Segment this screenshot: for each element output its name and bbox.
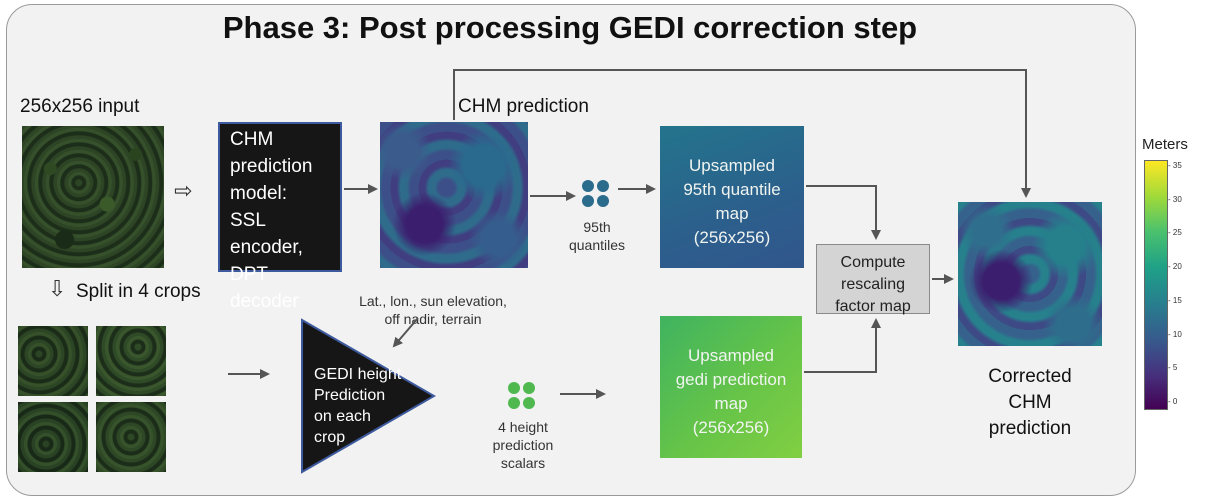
colorbar-tick: - 5	[1168, 363, 1178, 373]
metadata-line: Lat., lon., sun elevation,	[359, 293, 507, 309]
gedi-line: GEDI height	[314, 366, 402, 383]
diagram-title: Phase 3: Post processing GEDI correction…	[222, 10, 918, 45]
crop-image	[18, 326, 88, 396]
chm-model-line: prediction	[230, 156, 313, 177]
upsampled-gedi-line: Upsampled	[688, 346, 774, 365]
upsampled-95-line: 95th quantile	[683, 180, 781, 199]
quantile-dots-icon	[582, 180, 612, 210]
metadata-label: Lat., lon., sun elevation, off nadir, te…	[338, 292, 528, 328]
corrected-label: Corrected CHM prediction	[964, 364, 1096, 442]
upsampled-95-map: Upsampled 95th quantile map (256x256)	[660, 126, 804, 268]
corrected-line: prediction	[988, 418, 1072, 439]
upsampled-gedi-line: (256x256)	[692, 418, 770, 437]
quantiles-line: quantiles	[568, 237, 626, 253]
crop-image	[96, 326, 166, 396]
colorbar	[1144, 160, 1168, 410]
upsampled-95-line: (256x256)	[693, 228, 771, 247]
chm-model-line: CHM	[230, 129, 274, 150]
upsampled-95-line: Upsampled	[689, 156, 775, 175]
colorbar-tick: - 30	[1168, 194, 1182, 204]
corrected-line: Corrected	[988, 366, 1072, 387]
corrected-line: CHM	[1008, 392, 1052, 413]
factor-line: factor map	[835, 298, 911, 315]
upsampled-95-line: map	[715, 204, 749, 223]
arrow-metadata-to-gedi	[392, 317, 419, 348]
quantiles-line: 95th	[583, 219, 611, 235]
metadata-line: off nadir, terrain	[384, 311, 482, 327]
colorbar-tick: - 10	[1168, 329, 1182, 339]
scalars-line: prediction	[492, 437, 554, 453]
gedi-height-text: GEDI height Prediction on each crop	[314, 364, 404, 448]
gedi-height-model	[301, 318, 436, 474]
arrow-chm-to-corrected	[453, 69, 1031, 198]
chm-model-line: SSL encoder,	[230, 210, 303, 258]
compute-factor-box: Compute rescaling factor map	[816, 244, 930, 315]
diagram-panel	[6, 4, 1136, 496]
colorbar-tick: - 35	[1168, 161, 1182, 170]
factor-line: Compute	[840, 254, 906, 271]
chm-model-box: CHM prediction model: SSL encoder, DPT d…	[218, 122, 342, 312]
chm-model-line: DPT decoder	[230, 264, 299, 312]
colorbar-tick: - 25	[1168, 228, 1182, 238]
colorbar-ticks: - 35 - 30 - 25 - 20 - 15 - 10 - 5 - 0	[1168, 160, 1198, 408]
factor-line: rescaling	[840, 276, 906, 293]
upsampled-gedi-line: gedi prediction	[675, 370, 787, 389]
colorbar-tick: - 15	[1168, 295, 1182, 305]
gedi-line: crop	[314, 429, 346, 446]
chm-model-line: model:	[230, 183, 288, 204]
corrected-chm-map	[958, 202, 1102, 346]
right-arrow-icon: ⇨	[174, 178, 193, 203]
input-image	[22, 126, 164, 268]
scalars-line: 4 height	[498, 419, 548, 435]
crop-image	[18, 402, 88, 472]
chm-prediction-label: CHM prediction	[458, 96, 589, 117]
colorbar-tick: - 20	[1168, 262, 1182, 272]
gedi-line: on each	[314, 408, 371, 425]
height-scalars-label: 4 height prediction scalars	[474, 418, 572, 472]
arrow-gedimap-to-factor	[804, 318, 881, 373]
colorbar-tick: - 0	[1168, 397, 1178, 406]
upsampled-gedi-map: Upsampled gedi prediction map (256x256)	[660, 316, 802, 458]
chm-prediction-map	[380, 122, 528, 268]
height-dots-icon	[508, 382, 538, 412]
split-label: Split in 4 crops	[76, 281, 201, 302]
upsampled-gedi-line: map	[714, 394, 748, 413]
crop-image	[96, 402, 166, 472]
gedi-line: Prediction	[314, 387, 386, 404]
quantiles-label: 95th quantiles	[552, 218, 642, 254]
colorbar-title: Meters	[1142, 136, 1188, 153]
down-arrow-icon: ⇩	[48, 276, 67, 301]
arrow-95map-to-factor	[806, 185, 881, 240]
scalars-line: scalars	[500, 455, 546, 471]
input-label: 256x256 input	[20, 96, 140, 117]
